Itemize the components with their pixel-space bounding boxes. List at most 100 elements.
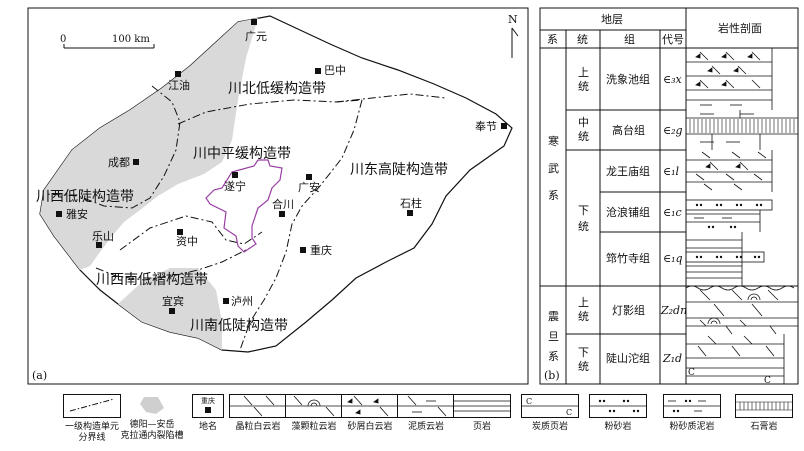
lith-sandy-dolomite-block <box>686 48 773 110</box>
city-marker-chengdu <box>133 159 139 165</box>
legend-swatch-siltstone <box>589 394 647 418</box>
region-label-chuanzhong: 川中平缓构造带 <box>193 146 291 162</box>
study-area <box>205 159 283 253</box>
legend-swatch-rift <box>124 394 180 416</box>
lith-dengying-block <box>686 289 798 335</box>
svg-text:C: C <box>566 408 572 417</box>
city-marker-shizhu <box>407 210 413 216</box>
scale-end: 100 km <box>112 34 150 45</box>
formation-name-canglangpu: 沧浪铺组 <box>606 205 650 219</box>
formation-code-longwangmiao: ∈₁l <box>663 165 680 178</box>
legend-label-boundary: 一级构造单元分界线 <box>64 422 119 443</box>
header-stratum: 地层 <box>601 13 623 26</box>
city-label-fengjie: 奉节 <box>475 119 497 133</box>
formation-code-qiongzhusi: ∈₁q <box>663 252 683 265</box>
legend-swatch-place: 重庆 <box>192 394 224 418</box>
scale-bar: 0 100 km <box>60 34 155 49</box>
city-label-chengdu: 成都 <box>108 156 130 169</box>
system-char: 寒 <box>548 134 559 148</box>
city-marker-fengjie <box>501 123 507 129</box>
city-marker-yibin <box>169 308 175 314</box>
formation-code-gaotai: ∈₂g <box>663 124 683 137</box>
city-label-guangyuan: 广元 <box>245 30 267 43</box>
formation-name-dengying: 灯影组 <box>612 303 645 317</box>
lith-gaotai-block <box>686 110 798 150</box>
formation-code-xixiangchi: ∈₃x <box>663 73 683 86</box>
series-char: 统 <box>578 130 589 143</box>
city-marker-chongqing <box>300 247 306 253</box>
formation-name-gaotai: 高台组 <box>612 123 645 137</box>
unconformity-line <box>685 285 795 291</box>
header-system: 系 <box>547 33 558 46</box>
legend-label-shale: 页岩 <box>472 422 491 432</box>
city-marker-yaan <box>56 211 62 217</box>
system-char: 震 <box>548 310 559 323</box>
formation-code-canglangpu: ∈₁c <box>663 206 682 219</box>
legend-item-gypsum: 石膏岩 <box>724 394 804 433</box>
legend-item-carb-shale: C C 炭质页岩 <box>510 394 590 433</box>
svg-text:C: C <box>526 397 532 406</box>
city-label-luzhou: 泸州 <box>231 295 253 308</box>
legend-swatch-carb-shale: C C <box>521 394 579 418</box>
legend-label-grain-dolomite: 晶粒白云岩 <box>235 422 281 432</box>
lith-longwangmiao-block <box>686 150 773 192</box>
legend-swatch-boundary <box>63 394 121 418</box>
formation-name-longwangmiao: 龙王庙组 <box>606 164 650 178</box>
header-series: 统 <box>577 33 588 46</box>
city-marker-luzhou <box>223 298 229 304</box>
legend-item-place: 重庆 地名 <box>168 394 248 433</box>
legend-item-sandy-dolomite: 砂屑白云岩 <box>330 394 410 433</box>
column-panel-label: (b) <box>544 369 560 382</box>
tectonic-boundaries <box>45 85 447 351</box>
north-arrow: N <box>508 13 519 58</box>
city-markers <box>56 19 507 314</box>
lith-doushantuo-block: C C <box>686 334 785 386</box>
city-marker-hechuan <box>279 211 285 217</box>
city-label-jiangyou: 江油 <box>168 78 190 92</box>
region-label-chuanxi: 川西低陡构造带 <box>36 189 134 205</box>
series-char: 统 <box>578 80 589 93</box>
city-marker-suining <box>232 172 238 178</box>
formation-name-doushantuo: 陡山沱组 <box>606 351 650 365</box>
series-char: 上 <box>578 66 589 79</box>
lith-qiongzhusi-block <box>685 232 765 286</box>
legend-item-siltstone: 粉砂岩 <box>578 394 658 433</box>
series-char: 下 <box>578 204 589 217</box>
legend: 一级构造单元分界线 德阳—安岳克拉通内裂陷槽 重庆 地名 晶粒白云岩 <box>0 388 804 451</box>
legend-item-silty-mud: 粉砂质泥岩 <box>652 394 732 433</box>
figure-canvas: 广元 巴中 江油 奉节 成都 遂宁 广安 合川 石柱 雅安 乐山 资中 重庆 宜… <box>27 7 799 386</box>
series-char: 统 <box>578 220 589 233</box>
place-marker-icon <box>205 407 211 413</box>
region-label-chuannan: 川南低陡构造带 <box>190 318 288 334</box>
city-label-guangan: 广安 <box>298 180 320 194</box>
legend-label-rift: 德阳—安岳克拉通内裂陷槽 <box>120 420 184 441</box>
column-grid <box>539 7 799 385</box>
system-char: 系 <box>548 350 559 363</box>
region-label-chuanbei: 川北低缓构造带 <box>228 81 326 97</box>
city-marker-zizhong <box>177 229 183 235</box>
city-marker-jiangyou <box>175 71 181 77</box>
legend-swatch-silty-mud <box>663 394 721 418</box>
series-char: 上 <box>578 296 589 309</box>
header-formation: 组 <box>624 32 635 46</box>
legend-item-shale: 页岩 <box>442 394 522 433</box>
legend-item-rift: 德阳—安岳克拉通内裂陷槽 <box>112 394 192 442</box>
header-profile: 岩性剖面 <box>718 21 762 35</box>
city-label-yibin: 宜宾 <box>162 294 184 308</box>
legend-swatch-algal-dolomite <box>285 394 343 418</box>
system-char: 系 <box>548 189 559 202</box>
city-label-hechuan: 合川 <box>272 197 294 211</box>
legend-swatch-shale <box>453 394 511 418</box>
formation-code-dengying: Z₂dn <box>660 304 687 317</box>
city-label-shizhu: 石柱 <box>400 196 422 210</box>
rift-trough <box>40 18 258 270</box>
legend-item-algal-dolomite: 藻颗粒云岩 <box>274 394 354 433</box>
city-label-zizhong: 资中 <box>176 235 198 248</box>
north-label: N <box>508 13 518 26</box>
scale-start: 0 <box>60 34 66 45</box>
svg-text:C: C <box>688 368 695 378</box>
city-label-yaan: 雅安 <box>66 207 88 221</box>
lithology-profile: C C <box>685 48 798 386</box>
city-label-bazhong: 巴中 <box>324 64 346 77</box>
city-marker-guangan <box>306 174 312 180</box>
